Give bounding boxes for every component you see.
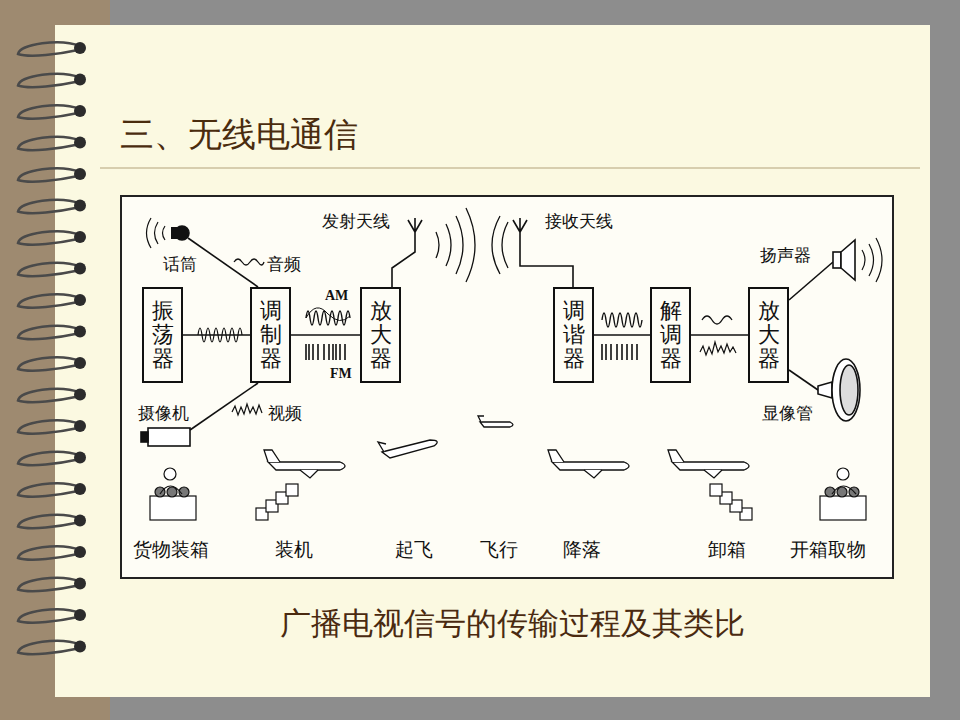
diagram-label: 音频	[267, 253, 301, 276]
diagram-label: 摄像机	[138, 402, 189, 425]
diagram-label: 视频	[268, 402, 302, 425]
diagram-label: 话筒	[163, 253, 197, 276]
diagram-label: AM	[325, 288, 348, 304]
diagram-label: 降落	[563, 537, 601, 563]
box-label: 调制器	[260, 299, 282, 372]
diagram-label: 装机	[275, 537, 313, 563]
diagram-label: 飞行	[480, 537, 518, 563]
process-box: 放大器	[748, 287, 789, 383]
diagram-label: 发射天线	[322, 210, 390, 233]
figure-caption: 广播电视信号的传输过程及其类比	[280, 603, 745, 645]
signal-line	[183, 335, 250, 336]
process-box: 放大器	[360, 287, 401, 383]
diagram-label: 开箱取物	[790, 537, 866, 563]
process-box: 调制器	[250, 287, 291, 383]
diagram-label: 接收天线	[545, 210, 613, 233]
box-label: 放大器	[758, 299, 780, 372]
process-box: 解调器	[650, 287, 691, 383]
diagram-label: FM	[330, 366, 352, 382]
diagram-label: 扬声器	[760, 244, 811, 267]
signal-line	[594, 335, 650, 336]
process-box: 调谐器	[553, 287, 594, 383]
diagram-label: 货物装箱	[133, 537, 209, 563]
diagram-label: 卸箱	[708, 537, 746, 563]
box-label: 解调器	[660, 299, 682, 372]
box-label: 调谐器	[563, 299, 585, 372]
diagram-label: 起飞	[395, 537, 433, 563]
process-box: 振荡器	[142, 287, 183, 383]
diagram-label: 显像管	[762, 402, 813, 425]
box-label: 振荡器	[152, 299, 174, 372]
signal-line	[691, 335, 748, 336]
slide-title: 三、无线电通信	[120, 112, 358, 158]
box-label: 放大器	[370, 299, 392, 372]
signal-line	[291, 335, 360, 336]
